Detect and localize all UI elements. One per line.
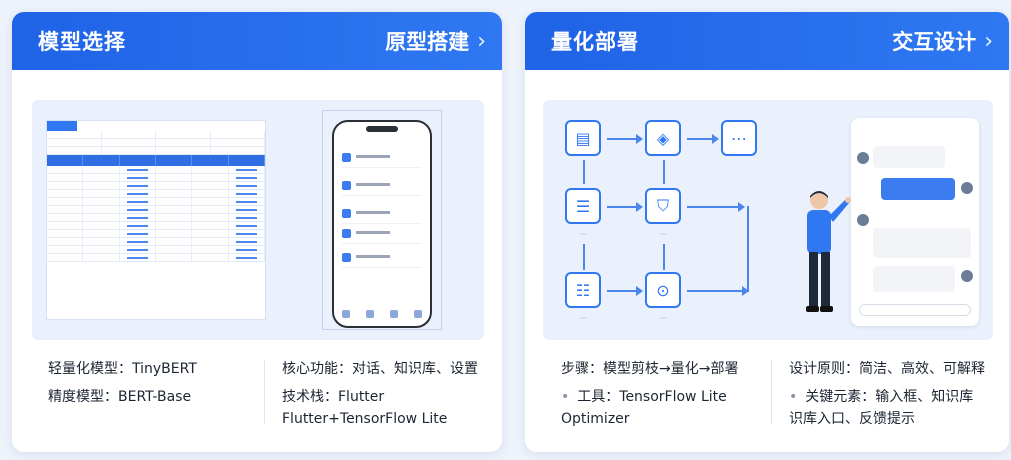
chat-bubble (873, 266, 955, 292)
location-icon: ⊙ (645, 272, 681, 308)
info-line: 工具：TensorFlow Lite (561, 386, 738, 408)
list-icon: ☰ (565, 188, 601, 224)
sheet-header-row (47, 155, 265, 166)
divider (771, 360, 772, 424)
card-header: 量化部署 交互设计 › (525, 12, 1009, 70)
avatar (857, 152, 869, 164)
layers-icon: ◈ (645, 120, 681, 156)
link-label: 交互设计 (892, 30, 977, 54)
chat-bubble (873, 146, 945, 168)
phone-notch (366, 126, 398, 132)
flow-arrow (687, 134, 719, 144)
flow-arrow (607, 202, 643, 212)
avatar (961, 270, 973, 282)
info-line: 设计原则：简洁、高效、可解释 (789, 361, 985, 377)
card-header: 模型选择 原型搭建 › (12, 12, 502, 70)
phone-mockup (332, 120, 432, 328)
info-line: 关键元素：输入框、知识库 (789, 386, 985, 408)
info-left: 轻量化模型：TinyBERT 精度模型：BERT-Base (48, 358, 197, 408)
flow-arrow (687, 286, 749, 296)
info-line: 技术栈：Flutter (282, 389, 385, 405)
flow-arrow (607, 134, 643, 144)
sheet-tab (47, 121, 77, 131)
info-line: 识库入口、反馈提示 (789, 411, 915, 427)
flow-arrow (663, 160, 665, 184)
info-line: 核心功能：对话、知识库、设置 (282, 361, 478, 377)
chat-input-field[interactable] (859, 304, 971, 316)
flow-arrow (663, 244, 665, 270)
phone-list-item (342, 178, 422, 196)
phone-list-item (342, 226, 422, 244)
flow-arrow (687, 202, 745, 212)
info-line: 轻量化模型：TinyBERT (48, 361, 197, 377)
prototype-link[interactable]: 原型搭建 › (385, 26, 486, 56)
info-line: 步骤：模型剪枝→量化→部署 (561, 361, 739, 377)
clipboard-icon: ☷ (565, 272, 601, 308)
phone-tab-bar (334, 310, 430, 318)
info-line: 精度模型：BERT-Base (48, 389, 192, 405)
chat-mockup (851, 118, 979, 326)
divider (264, 360, 265, 424)
flow-arrow (583, 244, 585, 270)
spreadsheet-illustration (46, 120, 266, 320)
avatar (961, 182, 973, 194)
card-title: 模型选择 (38, 30, 126, 54)
document-icon: ▤ (565, 120, 601, 156)
chat-bubble-user (881, 178, 955, 200)
chevron-right-icon: › (984, 28, 993, 54)
wireframe-guide (322, 110, 442, 330)
flow-arrow (607, 286, 643, 296)
illustration-panel (32, 100, 484, 340)
phone-list-item (342, 250, 422, 268)
chat-bubble (873, 228, 971, 258)
info-line: Flutter+TensorFlow Lite (282, 411, 448, 427)
phone-list-item (342, 206, 422, 224)
interaction-design-link[interactable]: 交互设计 › (892, 26, 993, 56)
avatar (857, 214, 869, 226)
flow-arrow (747, 206, 749, 292)
node-caption: ··· (659, 230, 667, 239)
info-line: Optimizer (561, 411, 630, 427)
person-illustration (806, 191, 851, 312)
card-model-selection: 模型选择 原型搭建 › (12, 12, 502, 452)
link-label: 原型搭建 (385, 30, 470, 54)
illustration-panel: ▤ ◈ ⋯ ☰ ⛉ ··· ··· ☷ ⊙ ··· ··· (543, 100, 993, 340)
info-left: 步骤：模型剪枝→量化→部署 工具：TensorFlow Lite Optimiz… (561, 358, 738, 430)
shield-icon: ⛉ (645, 188, 681, 224)
node-caption: ··· (579, 314, 587, 323)
info-right: 设计原则：简洁、高效、可解释 关键元素：输入框、知识库 识库入口、反馈提示 (789, 358, 985, 430)
info-right: 核心功能：对话、知识库、设置 技术栈：Flutter Flutter+Tenso… (282, 358, 478, 430)
node-caption: ··· (659, 314, 667, 323)
card-title: 量化部署 (551, 30, 639, 54)
node-caption: ··· (579, 230, 587, 239)
card-quantized-deployment: 量化部署 交互设计 › ▤ ◈ ⋯ ☰ ⛉ ··· ··· ☷ ⊙ ··· ··… (525, 12, 1009, 452)
chevron-right-icon: › (477, 28, 486, 54)
network-icon: ⋯ (721, 120, 757, 156)
flow-arrow (583, 160, 585, 184)
phone-list-item (342, 150, 422, 168)
